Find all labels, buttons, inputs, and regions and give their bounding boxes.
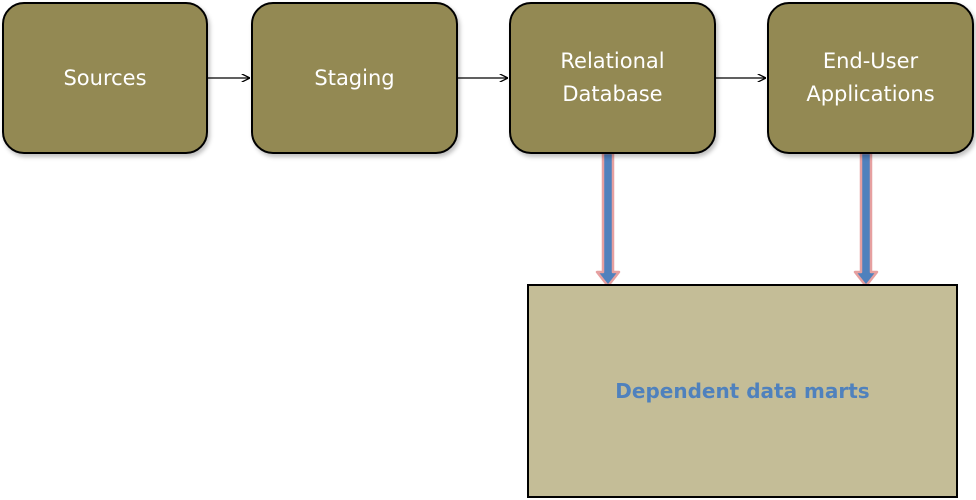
node-relational-database-label: Relational Database: [560, 49, 665, 106]
arrow-enduser-to-marts: [853, 151, 879, 288]
node-staging-label: Staging: [314, 65, 395, 90]
dependent-data-marts-box: Dependent data marts: [527, 284, 958, 498]
node-relational-database: Relational Database: [509, 2, 716, 154]
node-staging: Staging: [251, 2, 458, 154]
node-end-user-applications: End-User Applications: [767, 2, 974, 154]
arrow-relational-to-marts: [595, 151, 621, 288]
node-end-user-applications-label: End-User Applications: [806, 49, 935, 106]
node-sources: Sources: [2, 2, 208, 154]
node-sources-label: Sources: [63, 65, 147, 90]
dependent-data-marts-label: Dependent data marts: [615, 379, 870, 403]
